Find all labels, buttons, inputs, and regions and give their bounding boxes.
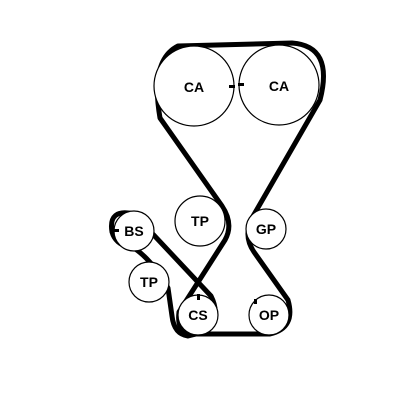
- pulley-label: OP: [259, 307, 279, 323]
- pulley-label: CA: [184, 79, 204, 95]
- cam-left-pulley: CA: [153, 45, 235, 127]
- timing-mark-oil-pump: [254, 299, 257, 304]
- timing-mark-balance-shaft: [113, 229, 119, 232]
- guide-pulley: GP: [245, 208, 287, 250]
- pulley-label: CS: [188, 307, 207, 323]
- timing-mark-cam-right: [238, 83, 244, 86]
- pulley-label: TP: [191, 213, 209, 229]
- timing-mark-cam-left: [229, 85, 235, 88]
- tensioner-upper-pulley: TP: [174, 195, 226, 247]
- pulley-label: BS: [124, 223, 143, 239]
- balance-shaft-pulley: BS: [113, 210, 155, 252]
- pulley-label: GP: [256, 221, 276, 237]
- tensioner-lower-pulley: TP: [128, 261, 170, 303]
- timing-mark-crankshaft: [197, 294, 200, 300]
- oil-pump-pulley: OP: [248, 294, 290, 336]
- pulley-label: CA: [269, 78, 289, 94]
- crankshaft-pulley: CS: [177, 294, 219, 336]
- pulley-label: TP: [140, 274, 158, 290]
- cam-right-pulley: CA: [238, 44, 320, 126]
